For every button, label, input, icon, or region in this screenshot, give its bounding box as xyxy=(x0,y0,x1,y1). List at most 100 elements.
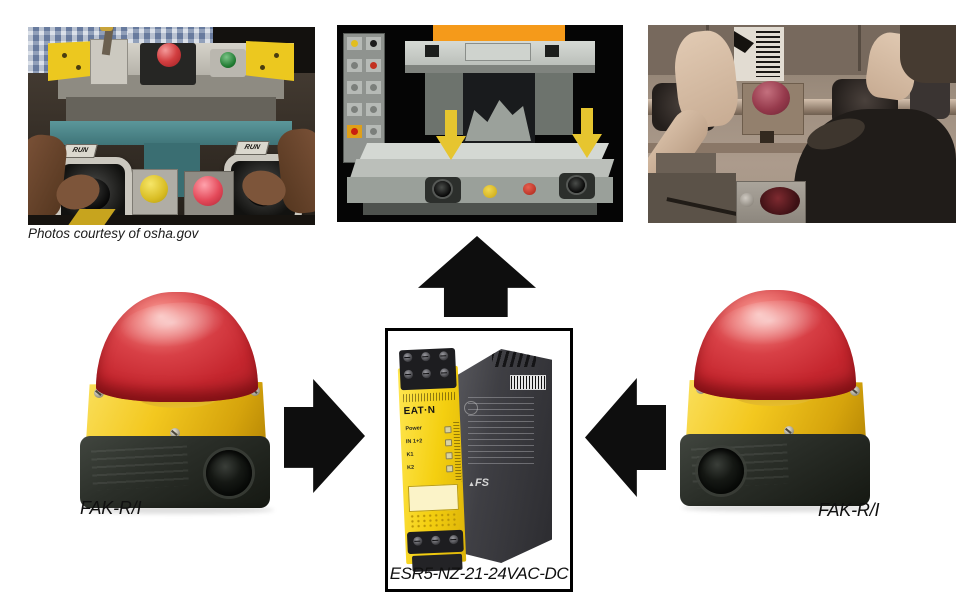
housing-black xyxy=(680,434,870,506)
right-device-label: FAK-R/I xyxy=(818,500,880,520)
worker-body xyxy=(794,109,956,223)
press-red-button xyxy=(523,183,536,195)
led-indicator xyxy=(444,426,452,434)
led-row: Power xyxy=(405,424,452,437)
housing-black xyxy=(80,436,270,508)
led-row: K1 xyxy=(406,450,453,463)
wall-seam xyxy=(858,25,861,71)
cert-mark xyxy=(464,401,478,415)
terminal-block-top xyxy=(398,347,457,391)
press-bed-base xyxy=(363,203,597,215)
barcode xyxy=(510,375,546,390)
console-underside xyxy=(66,97,276,121)
panel-knob xyxy=(347,59,362,72)
panel-knob xyxy=(347,37,362,50)
yellow-mushroom-button xyxy=(140,175,168,203)
conduit-hole xyxy=(698,448,744,494)
label-field xyxy=(407,483,459,513)
red-estop-button xyxy=(157,43,181,67)
red-mushroom-dome xyxy=(96,292,258,402)
device-shadow xyxy=(84,506,274,514)
sensor-connector xyxy=(740,193,754,207)
warning-sign-text xyxy=(756,31,780,77)
photo-operator-press xyxy=(648,25,956,223)
fs-mark: ▲FS xyxy=(468,477,489,489)
panel-knob xyxy=(347,103,362,116)
vertical-model-text xyxy=(453,421,462,482)
cap-hole xyxy=(260,65,265,70)
led-label: IN 1+2 xyxy=(405,438,423,446)
fs-text: FS xyxy=(474,477,489,489)
terminal-screw xyxy=(439,368,450,378)
led-indicator xyxy=(445,452,453,460)
press-palm-button-left xyxy=(425,177,461,203)
terminal-block-bottom xyxy=(406,529,464,555)
terminal-screw xyxy=(403,369,414,380)
led-row: K2 xyxy=(407,463,454,476)
screw xyxy=(170,428,180,438)
center-stop-button xyxy=(752,81,790,115)
led-row: IN 1+2 xyxy=(406,437,453,450)
cap-hole xyxy=(62,53,67,58)
terminal-screw xyxy=(403,352,413,363)
led-label: Power xyxy=(405,425,423,433)
relay-model-label: ESR5-NZ-21-24VAC-DC xyxy=(389,564,569,583)
floor xyxy=(28,215,315,225)
cap-hole xyxy=(274,53,279,58)
machine-base xyxy=(648,173,736,223)
screw xyxy=(784,426,794,436)
led-label: K1 xyxy=(406,451,414,459)
led-label: K2 xyxy=(406,464,415,472)
key-head xyxy=(100,27,113,31)
warning-sign xyxy=(734,27,784,81)
brand-logo: EAT·N xyxy=(403,404,436,418)
relay-front-panel: EAT·N Power IN 1+2 K1 K2 xyxy=(397,347,467,572)
terminal-screw xyxy=(421,368,432,379)
press-yellow-button xyxy=(483,185,497,198)
press-palm-button-right xyxy=(559,173,595,199)
safety-relay-image: ▲FS EAT·N Power IN 1+2 K1 K2 xyxy=(397,343,558,572)
red-mushroom-dome xyxy=(694,290,856,400)
panel-knob xyxy=(366,59,381,72)
terminal-screw xyxy=(421,351,431,362)
arrow-right-icon xyxy=(284,379,365,493)
panel-knob xyxy=(366,103,381,116)
panel-knob xyxy=(347,81,362,94)
sensor-lens xyxy=(760,187,800,215)
press-crown-orange xyxy=(433,25,565,45)
arrow-up-icon xyxy=(418,236,536,317)
conduit-hole xyxy=(206,450,252,496)
press-column-right xyxy=(533,73,573,135)
run-tag-right: RUN xyxy=(234,141,270,155)
photo-caption: Photos courtesy of osha.gov xyxy=(28,226,199,241)
screw xyxy=(850,386,860,396)
spec-text-lines xyxy=(468,397,534,467)
panel-estop xyxy=(347,125,362,138)
led-indicator xyxy=(446,465,454,473)
worker-head xyxy=(900,25,956,83)
relay-side-panel: ▲FS xyxy=(458,349,552,563)
green-button xyxy=(220,52,236,68)
yellow-end-cap-right xyxy=(246,41,294,81)
micro-text-strip xyxy=(402,391,456,403)
perforation-grid xyxy=(409,511,458,531)
led-indicator xyxy=(444,439,453,447)
left-device-label: FAK-R/I xyxy=(80,498,142,518)
panel-knob xyxy=(366,81,381,94)
triangle-icon: ▲ xyxy=(468,481,475,488)
palm-button-device-left xyxy=(72,286,278,516)
photo-press-illustration xyxy=(337,25,623,222)
photo-two-hand-control-station: RUN RUN xyxy=(28,27,315,225)
run-tag-left: RUN xyxy=(62,144,98,158)
press-clamp xyxy=(545,45,559,57)
relay-box: ▲FS EAT·N Power IN 1+2 K1 K2 xyxy=(385,328,573,592)
press-ram-plate xyxy=(465,43,531,61)
vent-slots xyxy=(492,351,536,367)
terminal-screw xyxy=(413,536,423,546)
cap-hole xyxy=(76,65,81,70)
screw xyxy=(94,388,104,398)
palm-button-device-right xyxy=(674,284,880,514)
red-mushroom-button xyxy=(193,176,223,206)
terminal-screw xyxy=(431,535,441,546)
